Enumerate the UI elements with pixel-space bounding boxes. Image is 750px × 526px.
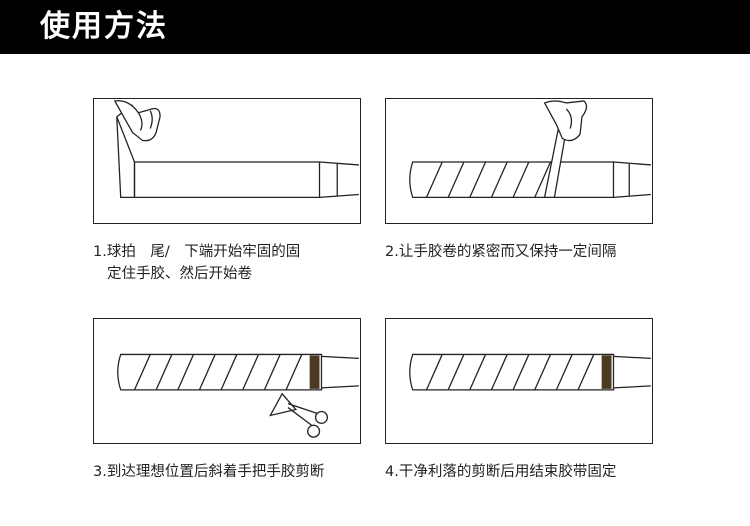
step-1-illustration (93, 98, 361, 224)
grip-tape-start (116, 116, 136, 199)
step-4-caption: 4.干净利落的剪断后用结束胶带固定 (385, 461, 616, 483)
scissors-icon (269, 392, 329, 438)
header-bar: 使用方法 (0, 0, 750, 54)
tape-band (309, 355, 320, 389)
step-2-drawing (409, 100, 651, 199)
step-3-caption: 3.到达理想位置后斜着手把手胶剪断 (93, 461, 324, 483)
hand-icon (113, 100, 161, 142)
step-1-drawing (113, 100, 359, 199)
step-3-drawing (117, 353, 359, 438)
shaft-top (319, 161, 359, 166)
step-1-caption: 1.球拍 尾/ 下端开始牢固的固 定住手胶、然后开始卷 (93, 241, 300, 285)
page-title: 使用方法 (40, 9, 168, 44)
step-3-line-1: 3.到达理想位置后斜着手把手胶剪断 (93, 464, 325, 480)
shaft-bottom (319, 193, 359, 199)
step-4-drawing (409, 353, 651, 391)
handle-outline (117, 353, 323, 391)
handle-outline (409, 353, 615, 391)
step-2-illustration (385, 98, 653, 224)
step-2-line-1: 2.让手胶卷的紧密而又保持一定间隔 (385, 244, 617, 260)
step-3-illustration (93, 318, 361, 444)
step-1-line-2: 定住手胶、然后开始卷 (107, 266, 252, 282)
step-1-line-1: 1.球拍 尾/ 下端开始牢固的固 (93, 244, 301, 260)
tape-band (601, 355, 612, 389)
step-4-illustration (385, 318, 653, 444)
handle-outline (133, 161, 321, 199)
step-4-line-1: 4.干净利落的剪断后用结束胶带固定 (385, 464, 617, 480)
handle-outline (409, 161, 615, 199)
step-2-caption: 2.让手胶卷的紧密而又保持一定间隔 (385, 241, 616, 263)
hand-icon (543, 100, 588, 142)
